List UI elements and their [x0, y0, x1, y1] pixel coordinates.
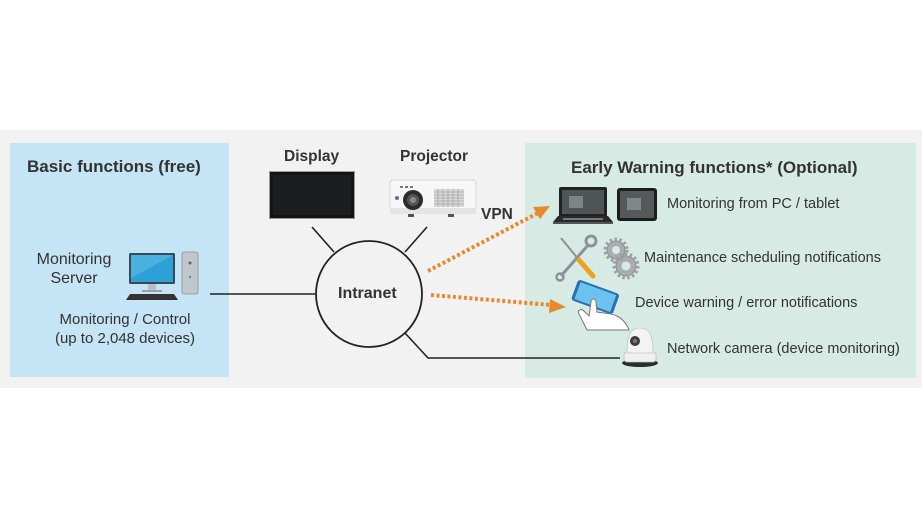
early-item-label: Network camera (device monitoring)	[667, 341, 900, 357]
basic-functions-title: Basic functions (free)	[27, 157, 201, 176]
early-item-label: Maintenance scheduling notifications	[644, 250, 881, 266]
vpn-label: VPN	[481, 206, 513, 223]
vpn-arrow-lower	[430, 293, 566, 313]
tools-gears-icon	[555, 234, 640, 282]
laptop-tablet-icon	[553, 187, 657, 224]
camera-link	[404, 332, 620, 359]
vpn-arrow-upper	[427, 206, 550, 273]
server-label-line2: Server	[50, 270, 98, 287]
early-item-label: Device warning / error notifications	[635, 295, 858, 311]
projector-icon	[389, 179, 477, 217]
server-computer-icon	[126, 251, 199, 300]
smartphone-touch-icon	[571, 280, 630, 331]
caption-line2: (up to 2,048 devices)	[54, 330, 196, 347]
network-camera-icon	[622, 327, 658, 367]
display-icon	[269, 171, 355, 219]
projector-link	[404, 226, 428, 253]
early-warning-title: Early Warning functions* (Optional)	[571, 158, 858, 177]
display-link	[311, 226, 335, 253]
monitoring-control-caption: Monitoring / Control (up to 2,048 device…	[40, 310, 210, 348]
monitoring-server-label: Monitoring Server	[22, 250, 126, 288]
intranet-hub-circle	[315, 240, 423, 348]
display-label: Display	[284, 148, 340, 165]
intranet-label: Intranet	[338, 285, 397, 302]
early-warning-panel	[525, 143, 916, 378]
caption-line1: Monitoring / Control	[59, 311, 191, 328]
server-label-line1: Monitoring	[36, 251, 112, 268]
early-item-label: Monitoring from PC / tablet	[667, 196, 840, 212]
projector-label: Projector	[400, 148, 469, 165]
